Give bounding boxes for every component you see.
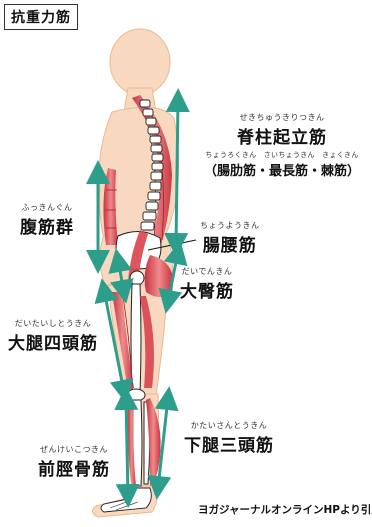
abdominals-ruby: ふっきんぐん (20, 202, 74, 213)
abdominals-name: 腹筋群 (20, 213, 74, 238)
label-erector-spinae: せきちゅうきりつきん 脊柱起立筋 ちょうろくきん さいちょうきん きょくきん （… (204, 112, 360, 179)
label-quadriceps: だいたいしとうきん 大腿四頭筋 (8, 318, 98, 354)
erector-ruby: せきちゅうきりつきん (204, 112, 360, 123)
source-credit: ヨガジャーナルオンラインHPより引用 (198, 502, 372, 517)
erector-sub-ruby: ちょうろくきん さいちょうきん きょくきん (204, 150, 360, 160)
tibialis-name: 前脛骨筋 (38, 455, 110, 480)
label-iliopsoas: ちょうようきん 腸腰筋 (200, 220, 260, 256)
iliopsoas-ruby: ちょうようきん (200, 220, 260, 231)
label-gluteus: だいでんきん 大臀筋 (180, 266, 234, 302)
iliopsoas-name: 腸腰筋 (200, 231, 260, 256)
diagram-title: 抗重力筋 (4, 4, 78, 30)
erector-sub: （腸肋筋・最長筋・棘筋） (204, 160, 360, 179)
label-abdominals: ふっきんぐん 腹筋群 (20, 202, 74, 238)
erector-name: 脊柱起立筋 (204, 123, 360, 148)
quadriceps-name: 大腿四頭筋 (8, 329, 98, 354)
gluteus-ruby: だいでんきん (180, 266, 234, 277)
label-tibialis-anterior: ぜんけいこつきん 前脛骨筋 (38, 444, 110, 480)
arrow-erector (176, 100, 178, 245)
quadriceps-ruby: だいたいしとうきん (8, 318, 98, 329)
label-triceps-surae: かたいさんとうきん 下腿三頭筋 (184, 420, 274, 456)
arrow-tibialis (126, 398, 128, 496)
foot-bones (101, 488, 151, 512)
gluteus-name: 大臀筋 (180, 277, 234, 302)
tibialis-ruby: ぜんけいこつきん (38, 444, 110, 455)
triceps-surae-name: 下腿三頭筋 (184, 431, 274, 456)
triceps-surae-ruby: かたいさんとうきん (184, 420, 274, 431)
